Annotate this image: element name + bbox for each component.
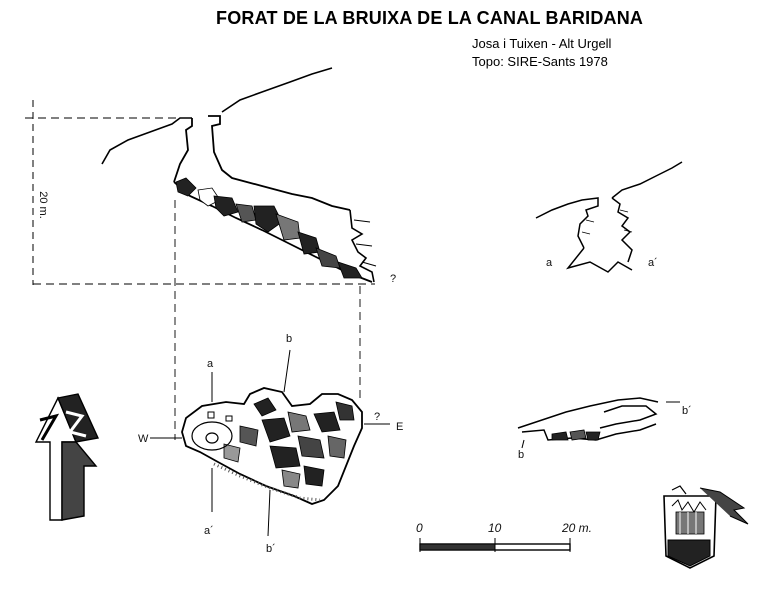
cut-line-b-bottom bbox=[267, 489, 271, 537]
plan-cut-a-label: a bbox=[207, 358, 214, 370]
section-rubble bbox=[175, 177, 363, 279]
scale-tick-10: 10 bbox=[488, 521, 502, 535]
cut-line-b-top bbox=[283, 349, 291, 393]
scale-tick-20: 20 m. bbox=[561, 521, 592, 535]
section-unknown-continuation: ? bbox=[390, 273, 396, 285]
longitudinal-section bbox=[25, 67, 377, 285]
survey-credit-text: Topo: SIRE-Sants 1978 bbox=[472, 54, 608, 69]
plan-cut-a-prime-label: a´ bbox=[204, 525, 214, 537]
cross-section-b-right-label: b´ bbox=[682, 405, 692, 417]
cross-section-b-left-label: b bbox=[518, 449, 524, 461]
scale-tick-0: 0 bbox=[416, 521, 423, 535]
location-text: Josa i Tuixen - Alt Urgell bbox=[472, 36, 612, 51]
cross-section-a-left-label: a bbox=[546, 257, 553, 269]
depth-label: 20 m. bbox=[37, 191, 49, 219]
plan-west-label: W bbox=[138, 433, 149, 445]
sire-club-logo-icon bbox=[663, 485, 749, 569]
plan-unknown-continuation: ? bbox=[374, 411, 380, 423]
plan-east-label: E bbox=[396, 421, 403, 433]
plan-cut-b-label: b bbox=[286, 333, 292, 345]
cross-section-b bbox=[517, 397, 680, 449]
page-title: FORAT DE LA BRUIXA DE LA CANAL BARIDANA bbox=[216, 8, 644, 28]
cross-section-a bbox=[535, 161, 683, 273]
scale-bar bbox=[419, 538, 571, 552]
cross-section-a-right-label: a´ bbox=[648, 257, 658, 269]
plan-cut-b-prime-label: b´ bbox=[266, 543, 276, 555]
north-arrow-icon bbox=[34, 393, 100, 521]
plan-view bbox=[181, 387, 363, 505]
